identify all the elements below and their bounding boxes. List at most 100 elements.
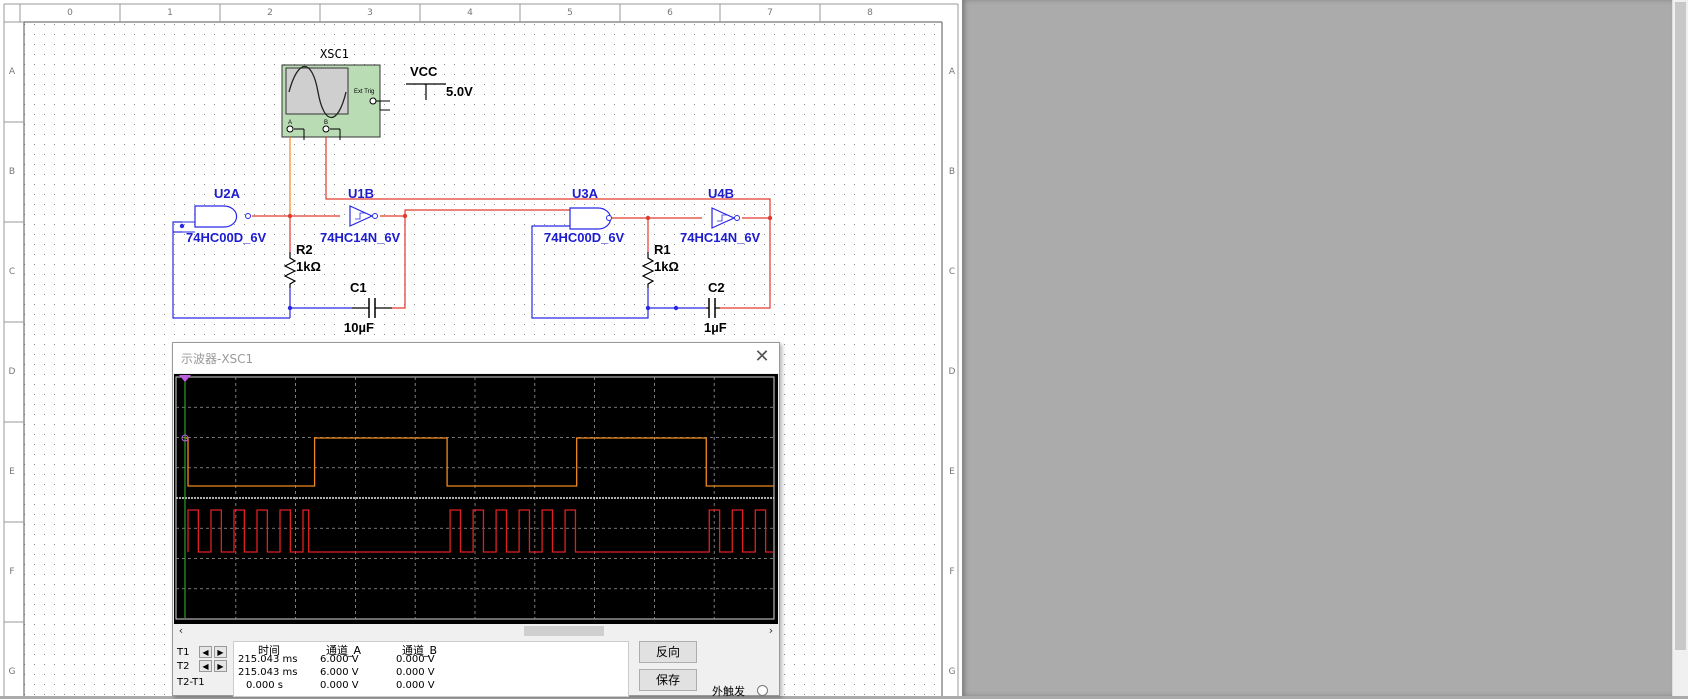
ruler-col-label: 3	[367, 8, 373, 18]
u4b-ref: U4B	[708, 186, 734, 201]
scroll-right-icon[interactable]: ›	[768, 624, 774, 637]
cursor-readout-table: 时间 通道_A 通道_B 215.043 ms 6.000 V 0.000 V …	[233, 641, 629, 697]
r2-ref: R2	[296, 242, 313, 257]
scope-ref: XSC1	[320, 47, 349, 61]
ruler-row-label: C	[949, 267, 955, 277]
wire-u4b-out[interactable]	[720, 217, 771, 309]
ext-trigger-radio[interactable]	[757, 685, 768, 696]
u2a-nand-gate[interactable]: U2A 74HC00D_6V	[182, 186, 267, 245]
r2-resistor[interactable]: R2 1kΩ	[283, 242, 321, 288]
vcc-label: VCC	[410, 64, 438, 79]
col-b-header: 通道_B	[402, 644, 438, 657]
r1-resistor[interactable]: R1 1kΩ	[641, 242, 679, 288]
cursor-t1-handle[interactable]	[179, 375, 191, 382]
vcc-value: 5.0V	[446, 84, 473, 99]
ruler-row-label: C	[9, 267, 15, 277]
ruler-row-label: G	[9, 667, 16, 677]
workspace-background	[962, 0, 1672, 696]
c1-value: 10µF	[344, 320, 374, 335]
oscilloscope-window[interactable]: 示波器-XSC1 ✕ ‹ › T1 ◀ ▶ T2 ◀ ▶ T2-T1 时间 通道…	[172, 342, 780, 698]
col-time-header: 时间	[258, 644, 280, 657]
wire-c1-right[interactable]	[392, 216, 406, 309]
ruler-col-label: 4	[467, 8, 473, 18]
t1-ch-a: 6.000 V	[320, 654, 359, 665]
t2t1-time: 0.000 s	[246, 680, 284, 691]
t2t1-ch-b: 0.000 V	[396, 680, 435, 691]
cursor-row-t1-label: T1	[177, 647, 190, 658]
u4b-schmitt-inverter[interactable]: U4B 74HC14N_6V	[680, 186, 761, 245]
u4b-part: 74HC14N_6V	[680, 230, 761, 245]
ruler-row-label: G	[949, 667, 956, 677]
ruler-row-label: F	[949, 567, 954, 577]
r2-value: 1kΩ	[296, 259, 321, 274]
t2t1-ch-a: 0.000 V	[320, 680, 359, 691]
c2-value: 1µF	[704, 320, 727, 335]
c2-capacitor[interactable]: C2 1µF	[704, 280, 727, 335]
ruler-row-label: B	[949, 167, 955, 177]
vertical-scrollbar[interactable]	[1672, 0, 1688, 696]
u3a-ref: U3A	[572, 186, 599, 201]
t1-right-arrow-icon[interactable]: ▶	[214, 646, 227, 658]
oscilloscope-controls: T1 ◀ ▶ T2 ◀ ▶ T2-T1 时间 通道_A 通道_B 215.043…	[173, 639, 779, 698]
t1-left-arrow-icon[interactable]: ◀	[199, 646, 212, 658]
c1-capacitor[interactable]: C1 10µF	[344, 280, 392, 335]
ruler-row-label: E	[9, 467, 15, 477]
close-icon[interactable]: ✕	[754, 346, 770, 367]
wire-u1b-out[interactable]	[380, 209, 570, 217]
ext-trigger-label: 外触发	[712, 685, 745, 698]
u3a-part: 74HC00D_6V	[544, 230, 625, 245]
reverse-button[interactable]: 反向	[639, 641, 697, 663]
ruler-row-label: B	[9, 167, 15, 177]
ruler-col-label: 0	[67, 8, 73, 18]
wire-channel-b[interactable]	[325, 137, 771, 216]
vcc-source[interactable]: VCC 5.0V	[406, 64, 473, 100]
oscilloscope-display[interactable]	[174, 374, 778, 624]
ruler-col-label: 1	[167, 8, 173, 18]
t2-right-arrow-icon[interactable]: ▶	[214, 660, 227, 672]
ruler-row-label: D	[949, 367, 956, 377]
r1-value: 1kΩ	[654, 259, 679, 274]
horizontal-scrollbar[interactable]: ‹ ›	[174, 624, 778, 638]
vertical-scrollbar-thumb[interactable]	[1675, 2, 1686, 650]
channel-b-trace	[187, 509, 774, 553]
t2-time: 215.043 ms	[238, 667, 298, 678]
c2-ref: C2	[708, 280, 725, 295]
u1b-ref: U1B	[348, 186, 374, 201]
t1-time: 215.043 ms	[238, 654, 298, 665]
u2a-part: 74HC00D_6V	[186, 230, 267, 245]
oscilloscope-titlebar[interactable]: 示波器-XSC1 ✕	[173, 343, 779, 373]
save-button[interactable]: 保存	[639, 669, 697, 691]
t2-ch-a: 6.000 V	[320, 667, 359, 678]
oscilloscope-grid	[176, 377, 774, 619]
cursor-row-t2-label: T2	[177, 661, 190, 672]
scroll-left-icon[interactable]: ‹	[178, 624, 184, 637]
ruler-row-label: F	[9, 567, 14, 577]
ruler-row-label: D	[9, 367, 16, 377]
cursor-row-t2t1-label: T2-T1	[177, 677, 205, 688]
horizontal-scrollbar-thumb[interactable]	[524, 626, 604, 636]
t2-left-arrow-icon[interactable]: ◀	[199, 660, 212, 672]
u2a-ref: U2A	[214, 186, 241, 201]
wire-u2a-feedback[interactable]	[172, 221, 290, 319]
t1-ch-b: 0.000 V	[396, 654, 435, 665]
u1b-schmitt-inverter[interactable]: U1B 74HC14N_6V	[320, 186, 401, 245]
ruler-row-label: E	[949, 467, 955, 477]
ruler-col-label: 6	[667, 8, 673, 18]
scope-wave-icon	[288, 65, 347, 119]
t2-ch-b: 0.000 V	[396, 667, 435, 678]
u3a-nand-gate[interactable]: U3A 74HC00D_6V	[544, 186, 625, 245]
ruler-row-label: A	[949, 67, 956, 77]
u1b-part: 74HC14N_6V	[320, 230, 401, 245]
ruler-col-label: 2	[267, 8, 273, 18]
scope-symbol[interactable]: Ext Trig A B	[281, 64, 390, 140]
wire-u3a-feedback[interactable]	[531, 225, 649, 319]
ruler-col-label: 8	[867, 8, 873, 18]
col-a-header: 通道_A	[326, 644, 362, 657]
ruler-col-label: 5	[567, 8, 573, 18]
r1-ref: R1	[654, 242, 671, 257]
c1-ref: C1	[350, 280, 367, 295]
scope-ch-b: B	[324, 120, 328, 126]
channel-a-trace	[185, 437, 774, 487]
